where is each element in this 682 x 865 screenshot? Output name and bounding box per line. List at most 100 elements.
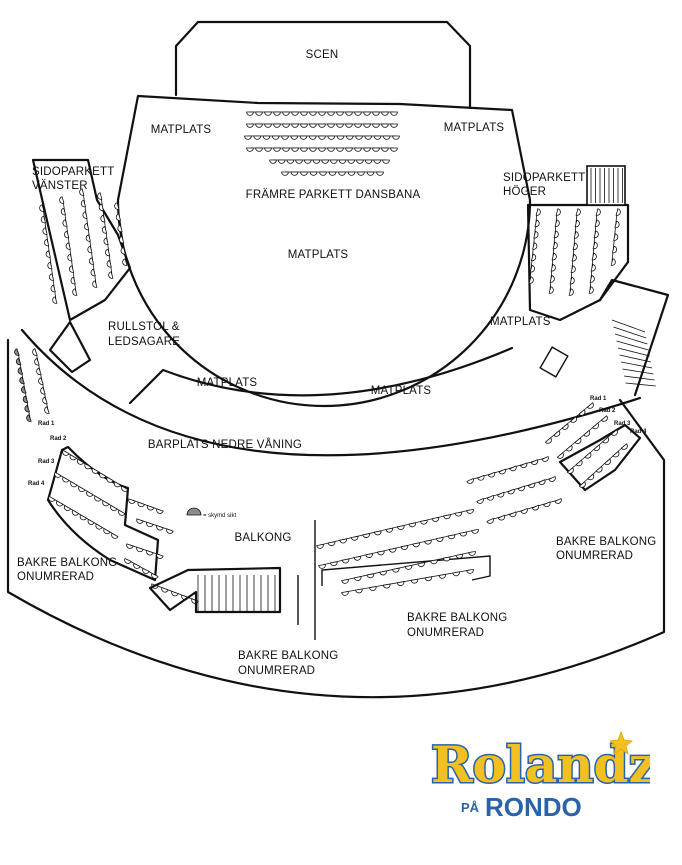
seat [328,171,337,176]
seat [356,159,364,164]
seat [341,578,349,584]
seat [372,147,380,152]
seat-row-line [611,319,646,333]
seat [589,275,595,283]
parkett-edge-left [117,95,139,201]
seat [385,527,393,533]
seat-row-line [614,333,648,345]
matplats-lower-left-label: MATPLATS [197,377,258,389]
seat [64,230,70,239]
seat [120,247,126,255]
seat [115,213,121,221]
seat [126,543,134,549]
seat [615,208,621,216]
seat [554,219,560,227]
seat [551,252,557,261]
seat [44,238,50,247]
seat [100,214,106,223]
seat [52,296,58,304]
seat [373,530,382,536]
balkong-outer-arc [6,338,666,699]
seat [339,538,347,544]
seat [520,508,528,514]
seat [300,171,308,176]
seat [372,111,380,116]
seat-row-line [620,361,653,369]
seat [529,264,535,273]
seat [366,171,375,176]
seat [273,111,281,116]
seat [354,123,362,128]
seat [146,549,154,556]
seat [553,230,559,239]
seat [94,495,102,502]
seat [71,509,80,516]
seat [534,219,540,228]
seat [253,135,262,140]
seat [70,481,78,488]
seat [318,147,326,152]
row-label-left-2: Rad 2 [50,436,67,442]
seat [277,159,286,164]
sidoparkett-hoger-label-2: HÖGER [503,186,546,198]
seat-row-line [617,347,650,357]
seat [396,525,405,530]
seat [587,473,595,481]
seat [78,486,86,493]
seat [255,123,263,128]
right-box [539,346,569,378]
seat [390,111,398,116]
stairs-right-top-lines [590,168,623,203]
seat [612,450,620,458]
seat [137,501,146,508]
seat [584,452,592,459]
seat [570,265,576,273]
seat [575,208,581,216]
seat [595,466,603,473]
seat [282,123,290,128]
seat [610,429,618,436]
seat [244,135,252,140]
seat [118,509,126,516]
barplats-inner-arc [20,328,642,457]
seat [39,204,45,212]
seat [133,563,141,569]
logo-venue: RONDO [485,792,582,822]
seat [327,147,335,152]
seat [161,587,169,593]
far-left-seats [14,348,50,422]
seat [381,111,389,116]
seat [532,242,538,250]
seat [273,123,281,128]
bakre-right-label-1: BAKRE BALKONG [556,536,656,548]
seat [357,171,365,176]
seat [21,386,27,394]
seat [79,188,85,196]
seat [364,135,373,140]
seat-row-line [625,382,656,387]
row-label-right-4: Rad 4 [630,429,647,435]
seat [593,444,601,451]
barplats-label: BARPLATS NEDRE VÅNING [148,438,302,451]
seat [336,123,344,128]
seat [62,219,68,227]
seat [79,514,87,521]
matplats-lower-right-label: MATPLATS [371,385,432,397]
seat [610,258,616,266]
seat [362,533,370,539]
seat [376,171,384,176]
seat [341,558,350,564]
seat [124,558,132,564]
seat [290,135,299,140]
seat [550,263,556,272]
seat [568,288,574,296]
seat [19,376,25,385]
seat [354,147,362,152]
seat [63,505,72,512]
seat [355,135,363,140]
seat [69,454,77,461]
lower-matplats-outline [128,346,514,405]
seat [264,123,272,128]
seat [517,485,525,492]
seat [442,556,451,562]
